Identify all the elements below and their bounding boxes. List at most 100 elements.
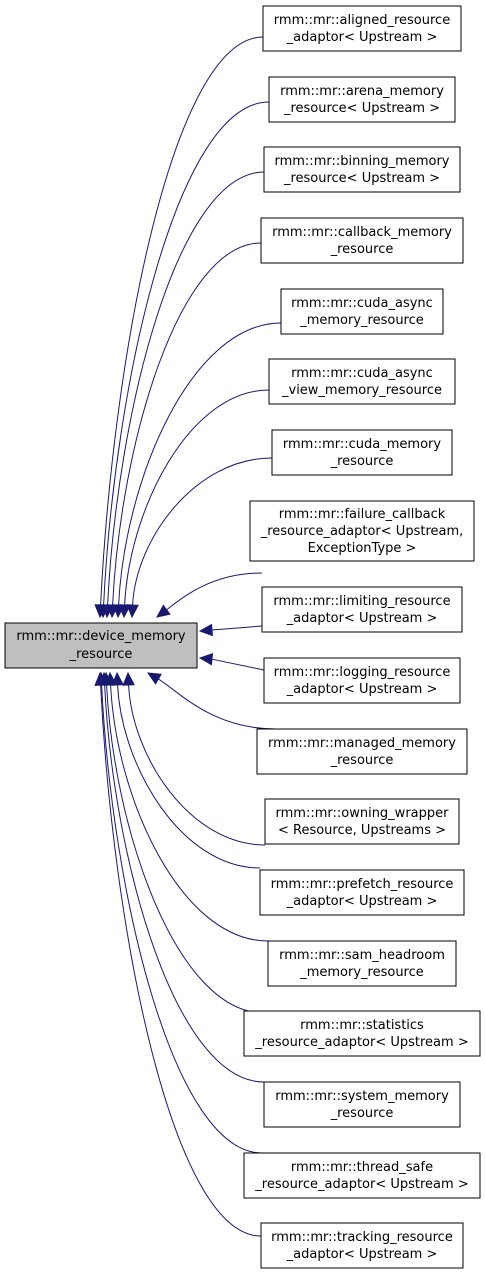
node-binning-memory-resource[interactable]: rmm::mr::binning_memory _resource< Upstr…	[263, 146, 461, 193]
edge-line	[118, 322, 282, 606]
node-label-line: ExceptionType >	[308, 541, 417, 556]
inheritance-edge	[122, 671, 266, 846]
inheritance-edge	[111, 671, 261, 869]
node-failure-callback-resource-adaptor[interactable]: rmm::mr::failure_callback _resource_adap…	[249, 500, 475, 562]
node-label-line: rmm::mr::callback_memory	[272, 225, 452, 240]
node-cuda-async-view-memory-resource[interactable]: rmm::mr::cuda_async _view_memory_resourc…	[268, 358, 456, 405]
edges-layer	[94, 36, 282, 1237]
node-device-memory-resource[interactable]: rmm::mr::device_memory _resource	[4, 622, 198, 669]
node-label-line: rmm::mr::binning_memory	[274, 154, 449, 169]
node-label-line: rmm::mr::cuda_async	[291, 366, 433, 381]
edge-line	[128, 684, 266, 846]
arrowhead-icon	[118, 604, 131, 619]
node-label-line: _adaptor< Upstream >	[286, 30, 438, 45]
edge-line	[110, 684, 269, 942]
edge-line	[107, 171, 265, 606]
inheritance-edge	[94, 671, 262, 1237]
inheritance-edge	[95, 671, 263, 1154]
inheritance-edge	[97, 101, 270, 619]
edge-line	[158, 678, 277, 730]
node-label-line: rmm::mr::limiting_resource	[273, 594, 450, 609]
edge-line	[103, 101, 270, 606]
inheritance-edge	[118, 389, 270, 619]
inheritance-edge	[94, 36, 264, 619]
node-label-line: rmm::mr::prefetch_resource	[271, 877, 454, 892]
node-label-line: rmm::mr::system_memory	[275, 1089, 449, 1104]
edge-line	[100, 684, 262, 1237]
node-label-line: _resource_adaptor< Upstream >	[254, 1035, 468, 1050]
node-label-line: _view_memory_resource	[281, 383, 442, 398]
node-label-line: rmm::mr::managed_memory	[268, 736, 456, 751]
arrowhead-icon	[156, 604, 171, 618]
inheritance-edge	[198, 623, 263, 637]
edge-line	[211, 625, 263, 631]
arrowhead-icon	[198, 652, 214, 666]
node-callback-memory-resource[interactable]: rmm::mr::callback_memory _resource	[260, 217, 464, 264]
edge-line	[106, 684, 265, 1014]
arrowhead-icon	[94, 671, 107, 686]
arrowhead-icon	[146, 672, 162, 685]
node-label-line: _adaptor< Upstream >	[286, 894, 438, 909]
inheritance-edge	[156, 572, 263, 618]
node-sam-headroom-memory-resource[interactable]: rmm::mr::sam_headroom _memory_resource	[267, 940, 457, 987]
node-label-line: rmm::mr::thread_safe	[291, 1160, 433, 1175]
edge-line	[132, 457, 273, 606]
arrowhead-icon	[126, 604, 139, 619]
node-label-line: rmm::mr::aligned_resource	[274, 13, 450, 28]
node-label-line: _resource_adaptor< Upstream,	[260, 524, 464, 539]
node-label-line: _resource	[69, 647, 133, 662]
node-label-line: _resource< Upstream >	[283, 171, 440, 186]
node-label-line: rmm::mr::failure_callback	[279, 507, 446, 522]
inheritance-edge	[126, 457, 273, 619]
inheritance-edge	[198, 652, 265, 671]
node-label-line: rmm::mr::arena_memory	[280, 84, 444, 99]
node-limiting-resource-adaptor[interactable]: rmm::mr::limiting_resource _adaptor< Ups…	[261, 586, 463, 633]
node-label-line: _resource	[330, 242, 394, 257]
edge-line	[166, 572, 263, 611]
node-label-line: rmm::mr::logging_resource	[274, 665, 451, 680]
node-cuda-memory-resource[interactable]: rmm::mr::cuda_memory _resource	[271, 429, 453, 476]
node-thread-safe-resource-adaptor[interactable]: rmm::mr::thread_safe _resource_adaptor< …	[243, 1152, 481, 1199]
arrowhead-icon	[198, 623, 213, 637]
node-label-line: _memory_resource	[299, 313, 424, 328]
edge-line	[101, 684, 263, 1154]
node-cuda-async-memory-resource[interactable]: rmm::mr::cuda_async _memory_resource	[280, 288, 444, 335]
node-label-line: rmm::mr::cuda_memory	[283, 437, 441, 452]
edge-line	[211, 658, 265, 671]
node-tracking-resource-adaptor[interactable]: rmm::mr::tracking_resource _adaptor< Ups…	[260, 1222, 464, 1269]
edge-line	[112, 242, 262, 606]
node-aligned-resource-adaptor[interactable]: rmm::mr::aligned_resource _adaptor< Upst…	[262, 5, 462, 52]
inheritance-edge	[100, 671, 265, 1014]
inheritance-edge	[101, 171, 265, 619]
node-label-line: _resource	[330, 454, 394, 469]
node-label-line: rmm::mr::statistics	[300, 1018, 424, 1033]
node-label-line: _adaptor< Upstream >	[286, 682, 438, 697]
node-label-line: rmm::mr::sam_headroom	[279, 948, 445, 963]
node-system-memory-resource[interactable]: rmm::mr::system_memory _resource	[263, 1081, 461, 1128]
node-label-line: rmm::mr::device_memory	[16, 629, 186, 644]
edge-line	[100, 36, 264, 606]
node-label-line: < Resource, Upstreams >	[278, 823, 446, 838]
edge-line	[124, 389, 270, 606]
node-label-line: rmm::mr::owning_wrapper	[276, 806, 450, 821]
node-managed-memory-resource[interactable]: rmm::mr::managed_memory _resource	[256, 728, 468, 775]
node-label-line: _resource	[330, 1106, 394, 1121]
node-label-line: _adaptor< Upstream >	[286, 611, 438, 626]
arrowhead-icon	[122, 671, 135, 686]
node-statistics-resource-adaptor[interactable]: rmm::mr::statistics _resource_adaptor< U…	[243, 1010, 481, 1057]
node-prefetch-resource-adaptor[interactable]: rmm::mr::prefetch_resource _adaptor< Ups…	[259, 869, 465, 916]
node-label-line: rmm::mr::cuda_async	[291, 296, 433, 311]
inheritance-edge	[146, 672, 277, 730]
node-label-line: _memory_resource	[299, 965, 424, 980]
node-label-line: _resource< Upstream >	[283, 101, 440, 116]
node-owning-wrapper[interactable]: rmm::mr::owning_wrapper < Resource, Upst…	[264, 798, 460, 845]
edge-line	[117, 684, 261, 869]
node-label-line: rmm::mr::tracking_resource	[271, 1230, 453, 1245]
node-arena-memory-resource[interactable]: rmm::mr::arena_memory _resource< Upstrea…	[268, 76, 456, 123]
inheritance-edge	[104, 671, 269, 942]
node-logging-resource-adaptor[interactable]: rmm::mr::logging_resource _adaptor< Upst…	[263, 657, 461, 704]
edge-line	[104, 684, 265, 1083]
node-label-line: _adaptor< Upstream >	[286, 1247, 438, 1262]
node-label-line: _resource	[330, 753, 394, 768]
